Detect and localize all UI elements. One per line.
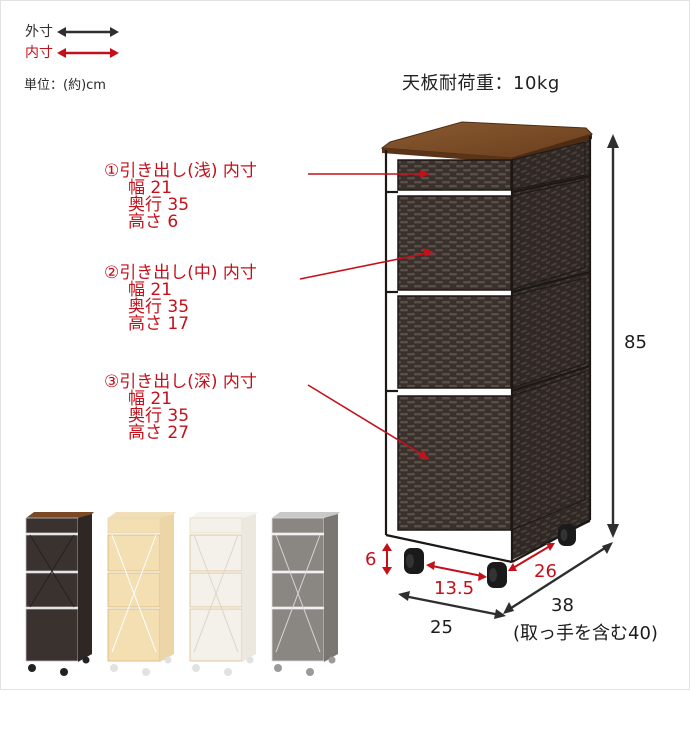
drawer-deep	[397, 371, 586, 531]
legend-outer: 外寸	[25, 24, 119, 40]
drawer-medium-callout: ②引き出し(中) 内寸 幅 21 奥行 35 高さ 17	[104, 265, 257, 333]
drawer-deep-depth: 奥行 35	[128, 406, 190, 426]
depth-note-label: (取っ手を含む40)	[513, 623, 658, 644]
height-dimension-arrow	[607, 134, 619, 538]
caster-front-left	[404, 548, 424, 574]
caster-back-right	[558, 524, 576, 546]
drawer-deep-title: ③引き出し(深) 内寸	[104, 372, 257, 392]
caster-front-right	[487, 562, 507, 588]
drawer-medium-title: ②引き出し(中) 内寸	[104, 263, 257, 283]
depth-dimension-arrow	[503, 542, 613, 614]
caster-depth-arrow	[508, 543, 555, 571]
legend-inner: 内寸	[25, 45, 119, 61]
drawer-shallow-depth: 奥行 35	[128, 195, 190, 215]
legend-outer-label: 外寸	[25, 24, 53, 40]
callout-arrow-medium	[299, 248, 434, 280]
caster-width-arrow	[426, 561, 487, 581]
drawer-medium-width: 幅 21	[128, 280, 173, 300]
variant-natural	[107, 512, 176, 676]
drawer-deep-height: 高さ 27	[128, 423, 190, 443]
caster-height-label: 6	[365, 549, 377, 570]
drawer-deep-callout: ③引き出し(深) 内寸 幅 21 奥行 35 高さ 27	[104, 374, 257, 442]
drawer-medium-height: 高さ 17	[128, 314, 190, 334]
drawer-shallow-height: 高さ 6	[128, 212, 179, 232]
drawer-shallow-callout: ①引き出し(浅) 内寸 幅 21 奥行 35 高さ 6	[104, 163, 257, 231]
height-label: 85	[624, 332, 647, 353]
double-arrow-icon	[57, 27, 119, 37]
callout-arrow-shallow	[308, 170, 430, 178]
legend-inner-label: 内寸	[25, 45, 53, 61]
double-arrow-red-icon	[57, 48, 119, 58]
unit-label: 単位：(約)cm	[24, 78, 106, 93]
drawer-deep-width: 幅 21	[128, 389, 173, 409]
variant-white	[189, 512, 258, 676]
caster-width-label: 13.5	[434, 578, 475, 599]
metal-frame	[384, 136, 592, 564]
width-label: 25	[430, 617, 453, 638]
drawer-medium-2	[397, 277, 586, 389]
callout-arrow-deep	[307, 384, 429, 459]
drawer-shallow-width: 幅 21	[128, 178, 173, 198]
drawer-medium-depth: 奥行 35	[128, 297, 190, 317]
drawer-shallow-title: ①引き出し(浅) 内寸	[104, 161, 257, 181]
variant-dark-brown	[25, 512, 94, 676]
drawer-medium	[397, 179, 586, 291]
variant-gray	[271, 512, 340, 676]
load-capacity-label: 天板耐荷重：10kg	[402, 73, 560, 94]
caster-height-arrow	[382, 543, 392, 575]
width-dimension-arrow	[398, 591, 506, 619]
caster-depth-label: 26	[534, 561, 557, 582]
depth-label: 38	[551, 595, 574, 616]
